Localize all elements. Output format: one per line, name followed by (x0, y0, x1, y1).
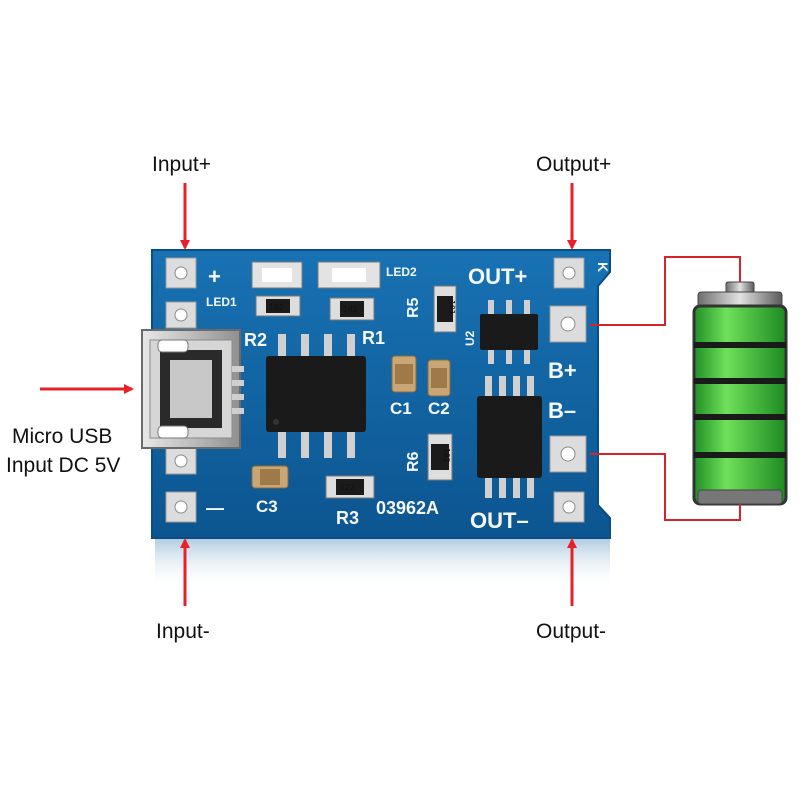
resistor-r1-marking: 102 (343, 305, 358, 314)
silk-b-minus: B– (548, 398, 576, 423)
label-input-plus: Input+ (152, 153, 211, 176)
resistor-r3-marking: 122 (340, 483, 355, 492)
mosfet-ic (477, 376, 542, 498)
pad-output-minus (553, 491, 585, 523)
silk-out-plus: OUT+ (468, 264, 527, 289)
battery-wires (590, 256, 741, 521)
pad-input-minus (165, 491, 197, 523)
silk-b-plus: B+ (548, 358, 577, 383)
silk-r2: R2 (244, 330, 267, 350)
silk-r3: R3 (336, 508, 359, 528)
pad-input-plus (165, 257, 197, 289)
silk-c3: C3 (256, 497, 278, 516)
charger-ic (266, 334, 366, 458)
pad-left-lower (165, 447, 197, 475)
pad-b-minus (549, 435, 587, 473)
silk-led2: LED2 (386, 265, 417, 279)
silk-led1: LED1 (206, 295, 237, 309)
capacitor-c3 (251, 465, 289, 489)
silk-c1: C1 (390, 399, 412, 418)
arrows (40, 183, 577, 606)
silk-r6: R6 (405, 451, 422, 472)
resistor-r2-marking: 102 (269, 303, 284, 312)
silk-minus: — (206, 498, 224, 518)
battery-icon (692, 281, 788, 506)
resistor-r2 (255, 295, 301, 317)
silk-plus: + (208, 264, 221, 289)
silk-k: K (595, 262, 611, 272)
silk-r1: R1 (362, 328, 385, 348)
resistor-r6-marking: 102 (442, 448, 451, 463)
resistor-r5-marking: 101 (447, 300, 456, 315)
led2 (317, 261, 381, 289)
silk-r5: R5 (405, 297, 422, 318)
pad-left-mid (165, 301, 197, 329)
micro-usb-port-icon (141, 329, 244, 449)
label-input-dc: Input DC 5V (6, 454, 120, 477)
label-output-minus: Output- (536, 620, 606, 643)
label-micro-usb: Micro USB (12, 425, 112, 448)
protection-ic-u2 (480, 300, 538, 364)
silk-board-code: 03962A (376, 498, 439, 518)
silk-u2: U2 (463, 330, 477, 346)
label-input-minus: Input- (156, 620, 210, 643)
resistor-r6 (427, 433, 453, 481)
pcb-reflection (155, 538, 610, 590)
capacitor-c1 (391, 355, 417, 393)
pad-output-plus (553, 257, 585, 289)
led1 (251, 261, 303, 289)
silk-out-minus: OUT– (470, 508, 529, 533)
capacitor-c2 (427, 359, 451, 397)
label-output-plus: Output+ (536, 153, 611, 176)
silk-c2: C2 (428, 399, 450, 418)
resistor-r3 (325, 475, 375, 499)
resistor-r5 (433, 285, 457, 333)
pad-b-plus (549, 305, 587, 343)
pcb-board: + — LED1 LED2 R2 R1 R5 R6 R3 C1 C2 C3 U2… (141, 249, 611, 539)
resistor-r1 (329, 297, 375, 321)
